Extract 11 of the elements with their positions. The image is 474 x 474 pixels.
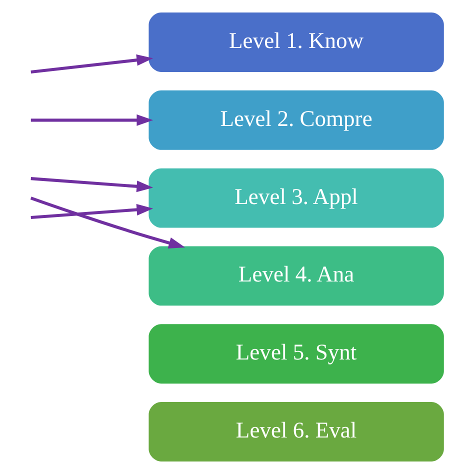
arrow bbox=[30, 54, 154, 74]
arrow bbox=[30, 196, 186, 249]
arrow bbox=[30, 204, 154, 220]
node-box: Level 5. Synt bbox=[148, 324, 444, 384]
arrow bbox=[30, 114, 154, 126]
node-box: Level 6. Eval bbox=[148, 402, 444, 462]
arrow bbox=[30, 177, 154, 192]
node-box: Level 2. Compre bbox=[148, 90, 444, 150]
node-box: Level 3. Appl bbox=[148, 168, 444, 228]
node-box: Level 4. Ana bbox=[148, 246, 444, 306]
node-box: Level 1. Know bbox=[148, 12, 444, 72]
